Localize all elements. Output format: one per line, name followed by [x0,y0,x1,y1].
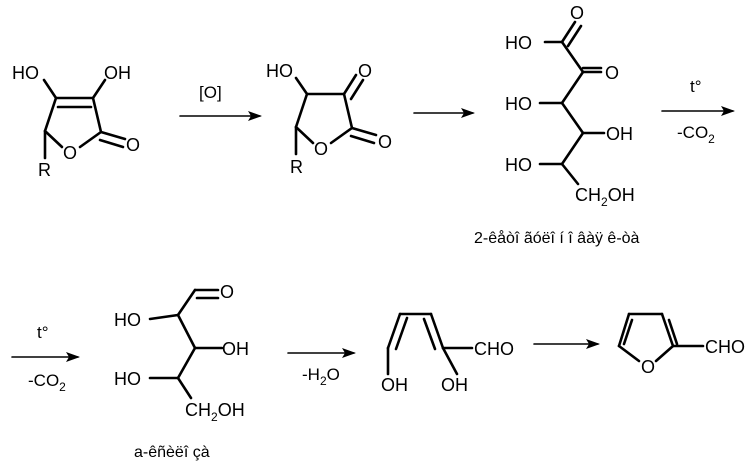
ring-oxygen-label: O [641,357,655,377]
keto-oxygen-label: O [605,63,619,83]
reaction-arrow-decarboxylation-1: t° -CO2 [661,77,735,146]
co2-byproduct: -CO2 [677,123,715,146]
hydroxyl-label: HO [12,63,39,83]
molecule-xylose: O HO OH HO CH2OH a-êñèëî çà [114,282,249,461]
hydroxyl-label: HO [266,61,293,81]
hydroxyl-label: HO [114,369,141,389]
hydroxyl-label: OH [222,339,249,359]
hydroxyl-label: HO [114,310,141,330]
ring-oxygen-label: O [63,143,77,163]
heat-condition: t° [37,323,49,342]
molecule-ascorbic-acid: HO OH O O R [12,63,140,180]
aldehyde-oxygen-label: O [220,282,234,302]
reaction-arrow-dehydration: -H2O [287,348,356,388]
molecule-furfural: O CHO [617,312,745,377]
carbonyl-oxygen-label: O [378,132,392,152]
hydroxyl-label: OH [381,375,408,395]
hydroxyl-label: OH [441,375,468,395]
hydroxyl-label: OH [104,63,131,83]
hydroxymethyl-label: CH2OH [575,185,635,209]
heat-condition: t° [690,77,702,96]
hydroxyl-label: OH [606,124,633,144]
aldehyde-label: CHO [705,337,745,357]
ring-oxygen-label: O [314,139,328,159]
reaction-arrow-decarboxylation-2: t° -CO2 [11,323,80,394]
acid-carbonyl-oxygen-label: O [570,3,584,23]
molecule-dehydroascorbic-acid: HO O O O R [266,61,392,177]
compound-caption: 2-êåòî ãóëî í î âàÿ ê-òà [474,229,640,247]
oxidation-condition: [O] [199,83,222,102]
carbonyl-oxygen-label: O [126,135,140,155]
water-byproduct: -H2O [302,365,340,388]
acid-hydroxyl-label: HO [505,33,532,53]
keto-oxygen-label: O [358,61,372,81]
compound-caption: a-êñèëî çà [134,444,210,461]
molecule-2-ketogulonic-acid: O HO O HO OH HO CH2OH 2-êåòî ãóëî í î âà… [474,3,640,247]
molecule-enediol-intermediate: CHO OH OH [381,312,514,395]
r-group-label: R [290,157,303,177]
hydroxymethyl-label: CH2OH [185,400,245,424]
reaction-arrow-oxidation: [O] [179,83,262,121]
co2-byproduct: -CO2 [28,371,66,394]
r-group-label: R [38,160,51,180]
hydroxyl-label: HO [505,155,532,175]
hydroxyl-label: HO [505,94,532,114]
aldehyde-label: CHO [474,339,514,359]
